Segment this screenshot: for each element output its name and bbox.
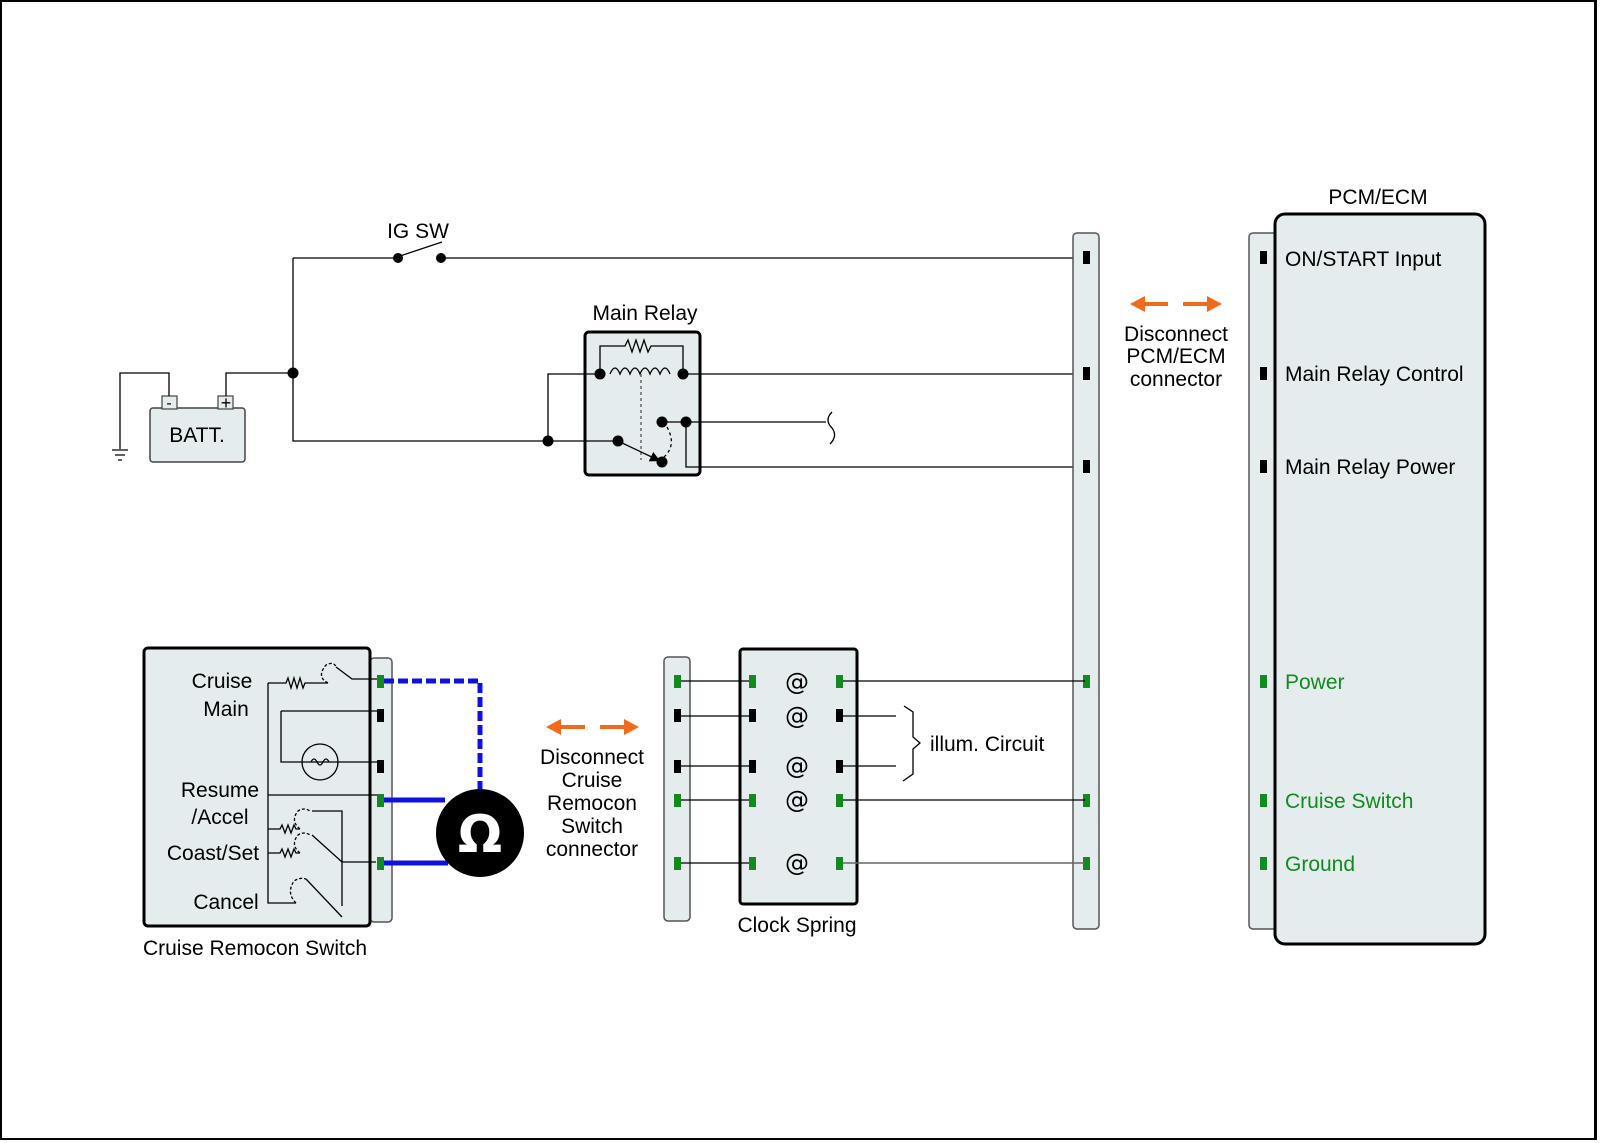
remocon-disconnect-note: Disconnect Cruise Remocon Switch connect… xyxy=(540,719,644,861)
arrow-right-icon xyxy=(1207,296,1222,312)
pcm-pin-label: Main Relay Control xyxy=(1285,363,1464,386)
arrow-left-icon xyxy=(1130,296,1145,312)
battery: - + BATT. xyxy=(149,393,246,463)
ohmmeter-icon: Ω xyxy=(436,789,524,877)
disconnect-note-line: connector xyxy=(1130,368,1222,391)
pin xyxy=(1083,794,1090,807)
disconnect-note-line: Switch xyxy=(561,815,623,838)
illum-circuit-label: illum. Circuit xyxy=(930,733,1045,756)
battery-label: BATT. xyxy=(169,424,225,447)
switch-label: Resume xyxy=(181,779,259,802)
main-relay-label: Main Relay xyxy=(592,302,698,325)
pcm-title: PCM/ECM xyxy=(1328,186,1427,209)
clock-spring-title: Clock Spring xyxy=(737,914,856,937)
switch-label: Main xyxy=(203,698,249,721)
pin xyxy=(1083,251,1090,264)
disconnect-note-line: Disconnect xyxy=(540,746,644,769)
pcm-pin-label: ON/START Input xyxy=(1285,248,1442,271)
pin xyxy=(1083,367,1090,380)
disconnect-note-line: Cruise xyxy=(562,769,623,792)
clock-spring-connector xyxy=(663,656,691,922)
clock-spring: @ @ @ @ @ Clock Spring xyxy=(681,647,859,937)
ignition-switch: IG SW xyxy=(293,220,1085,263)
arrow-right-icon xyxy=(624,719,639,735)
spiral-icon: @ xyxy=(785,849,809,877)
pcm-disconnect-note: Disconnect PCM/ECM connector xyxy=(1124,296,1228,391)
spiral-icon: @ xyxy=(785,786,809,814)
meter-lead-dashed xyxy=(384,678,483,790)
pcm-pin-label: Cruise Switch xyxy=(1285,790,1413,813)
switch-label: Cruise xyxy=(192,670,253,693)
pcm-ecm-module: PCM/ECM ON/START Input Main Relay Contro… xyxy=(1248,186,1487,946)
pcm-pin-label: Ground xyxy=(1285,853,1355,876)
spiral-icon: @ xyxy=(785,752,809,780)
pin xyxy=(1083,675,1090,688)
switch-label: /Accel xyxy=(191,806,248,829)
battery-positive-wire xyxy=(225,372,293,396)
spiral-icon: @ xyxy=(785,702,809,730)
disconnect-note-line: Remocon xyxy=(547,792,637,815)
ohm-symbol: Ω xyxy=(458,805,502,865)
pin xyxy=(1083,460,1090,473)
pcm-pin-label: Power xyxy=(1285,671,1345,694)
illum-circuit-brace: illum. Circuit xyxy=(902,705,1045,782)
spiral-icon: @ xyxy=(785,668,809,696)
switch-label: Cancel xyxy=(193,891,258,914)
harness-connector-pcm xyxy=(1072,232,1100,930)
junction-dot xyxy=(287,367,299,379)
switch-label: Coast/Set xyxy=(167,842,259,865)
ohmmeter-leads xyxy=(384,678,483,866)
disconnect-note-line: connector xyxy=(546,838,638,861)
cruise-remocon-switch: Cruise Main Resume /Accel Coast/Set Canc… xyxy=(142,646,393,960)
battery-neg-label: - xyxy=(166,395,171,412)
disconnect-note-line: PCM/ECM xyxy=(1126,345,1225,368)
main-relay: Main Relay xyxy=(542,302,1085,477)
bus-wire xyxy=(292,258,548,442)
illum-wire xyxy=(843,715,896,767)
pcm-pin-label: Main Relay Power xyxy=(1285,456,1455,479)
battery-pos-label: + xyxy=(221,393,232,413)
disconnect-note-line: Disconnect xyxy=(1124,323,1228,346)
pin xyxy=(1083,857,1090,870)
arrow-left-icon xyxy=(546,719,561,735)
ig-switch-label: IG SW xyxy=(387,220,449,243)
remocon-title: Cruise Remocon Switch xyxy=(143,937,367,960)
ground-symbol xyxy=(112,372,170,461)
